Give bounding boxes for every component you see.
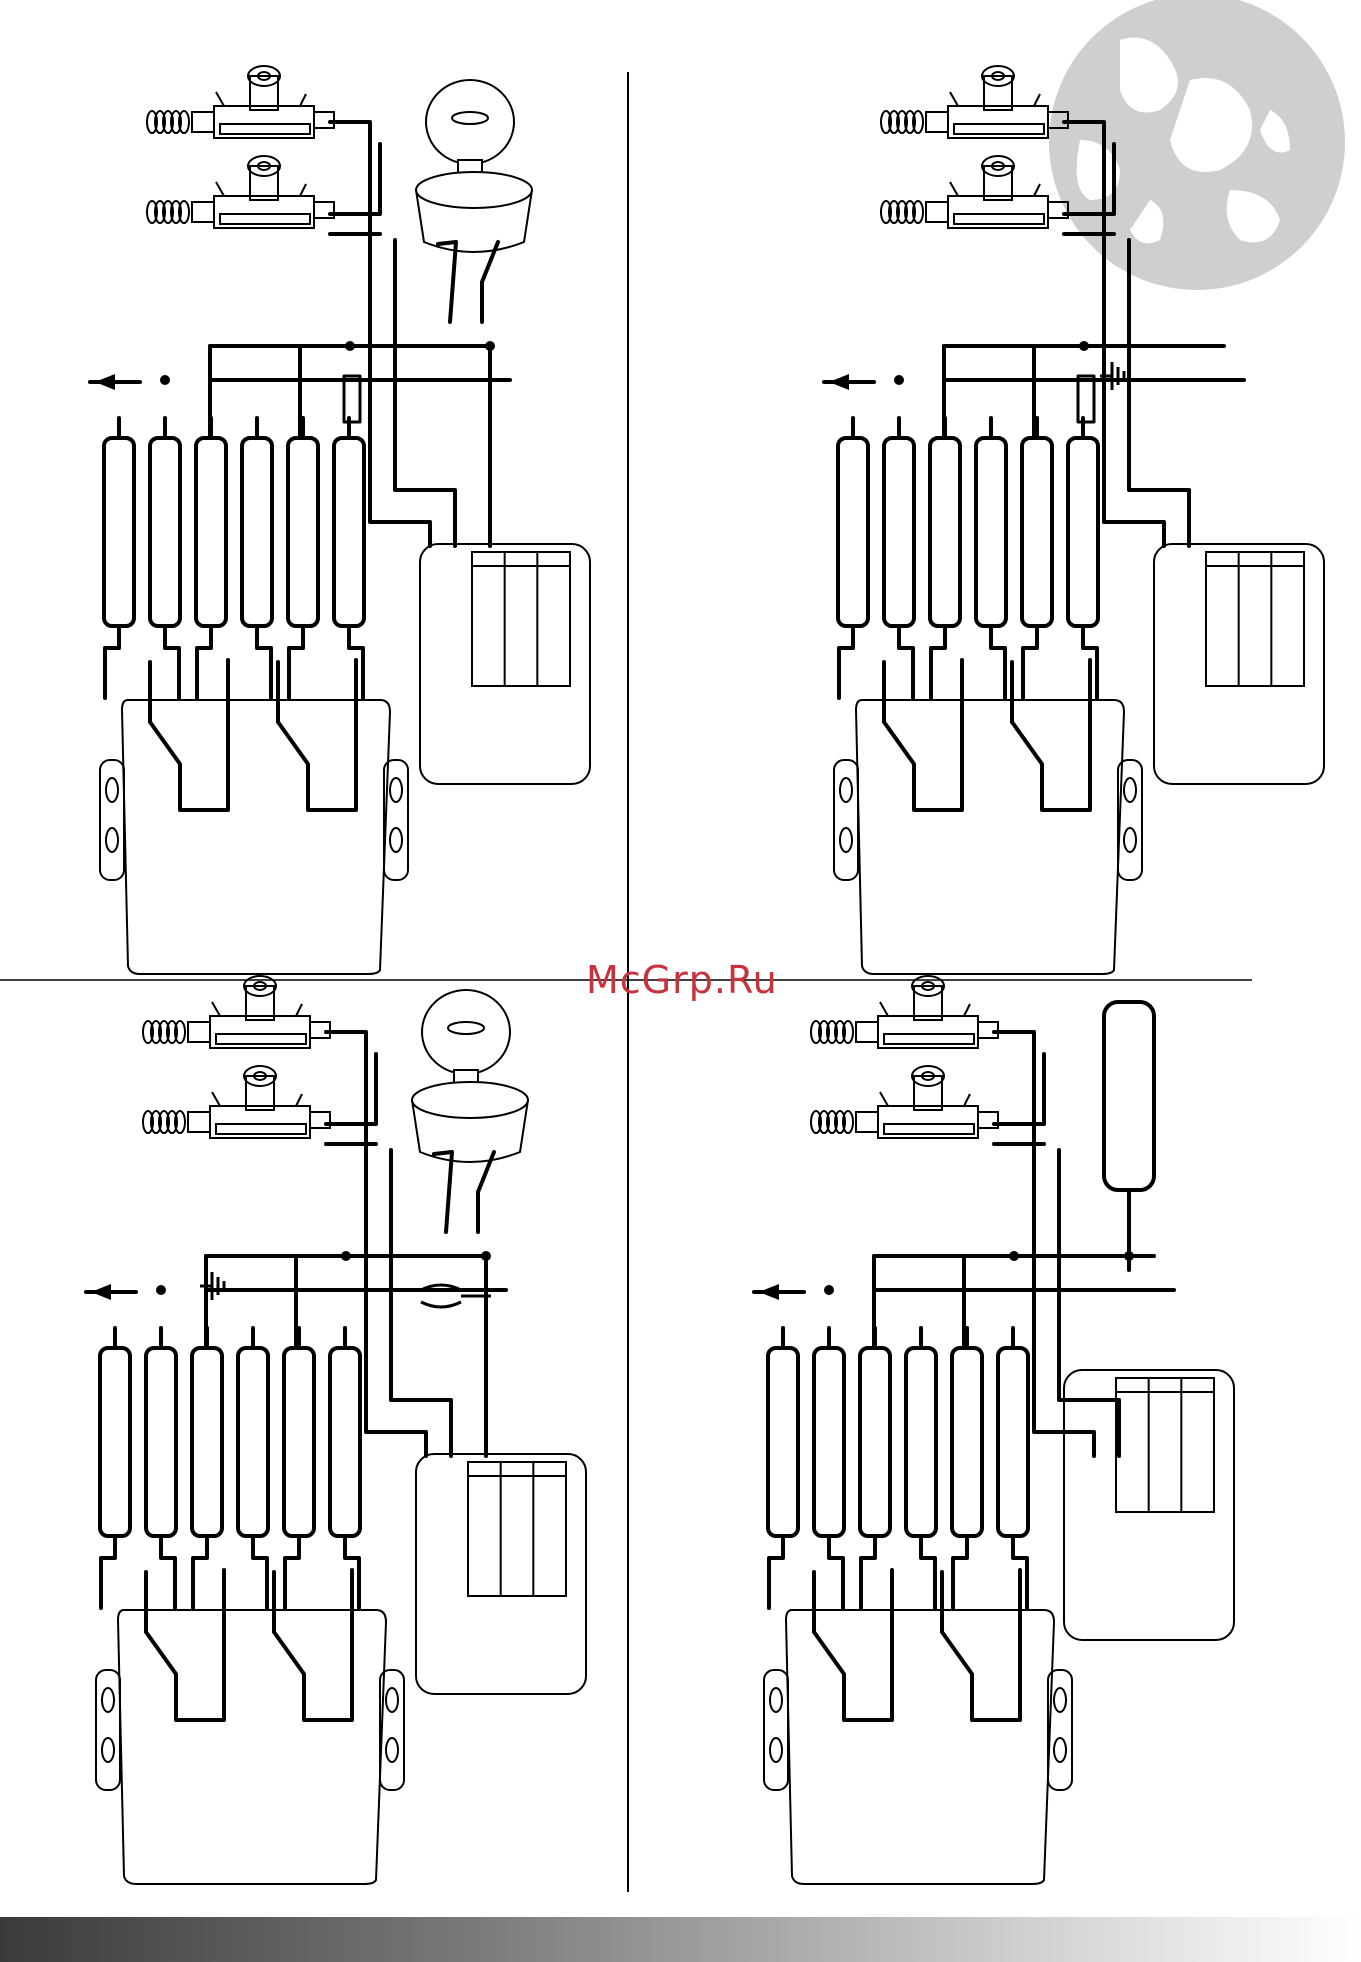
door-lock-actuator-2 bbox=[143, 1066, 330, 1138]
door-lock-actuator-2 bbox=[811, 1066, 998, 1138]
alarm-control-unit bbox=[96, 1570, 404, 1884]
relay-2 bbox=[150, 438, 180, 626]
globe-icon bbox=[1049, 0, 1345, 290]
receiver-module bbox=[420, 544, 590, 784]
relay-bank bbox=[104, 438, 364, 626]
door-lock-actuator-1 bbox=[147, 66, 334, 138]
alarm-control-unit bbox=[764, 1570, 1072, 1884]
door-lock-actuator-2 bbox=[881, 156, 1068, 228]
panel-bottom-right bbox=[200, 976, 1234, 1884]
relay-3 bbox=[196, 438, 226, 626]
relay-2 bbox=[814, 1348, 844, 1536]
antenna-unit bbox=[1104, 1002, 1154, 1190]
receiver-module bbox=[1154, 544, 1324, 784]
relay-6 bbox=[334, 438, 364, 626]
receiver-module bbox=[416, 1454, 586, 1694]
footer-gradient-bar bbox=[0, 1917, 1361, 1962]
panel-top-left bbox=[90, 66, 590, 974]
relay-4 bbox=[242, 438, 272, 626]
relay-bank bbox=[100, 1348, 360, 1536]
relay-1 bbox=[100, 1348, 130, 1536]
relay-3 bbox=[860, 1348, 890, 1536]
ignition-key-switch bbox=[412, 990, 528, 1232]
relay-3 bbox=[192, 1348, 222, 1536]
door-lock-actuator-2 bbox=[147, 156, 334, 228]
relay-3 bbox=[930, 438, 960, 626]
ground-icon bbox=[200, 1272, 224, 1300]
watermark: McGrp.Ru bbox=[586, 958, 778, 1002]
door-lock-actuator-1 bbox=[143, 976, 330, 1048]
relay-5 bbox=[284, 1348, 314, 1536]
ignition-key-switch bbox=[416, 80, 532, 322]
door-lock-actuator-1 bbox=[881, 66, 1068, 138]
relay-bank bbox=[838, 438, 1098, 626]
receiver-module bbox=[1064, 1370, 1234, 1640]
relay-1 bbox=[838, 438, 868, 626]
alarm-control-unit bbox=[834, 660, 1142, 974]
relay-6 bbox=[1068, 438, 1098, 626]
relay-6 bbox=[330, 1348, 360, 1536]
fuse-icon bbox=[344, 376, 360, 422]
alarm-control-unit bbox=[100, 660, 408, 974]
relay-4 bbox=[906, 1348, 936, 1536]
relay-5 bbox=[288, 438, 318, 626]
relay-bank bbox=[768, 1348, 1028, 1536]
relay-5 bbox=[1022, 438, 1052, 626]
relay-1 bbox=[104, 438, 134, 626]
relay-4 bbox=[238, 1348, 268, 1536]
fuse-icon bbox=[1078, 376, 1094, 422]
relay-2 bbox=[146, 1348, 176, 1536]
panel-bottom-left bbox=[86, 976, 586, 1884]
relay-6 bbox=[998, 1348, 1028, 1536]
door-lock-actuator-1 bbox=[811, 976, 998, 1048]
relay-4 bbox=[976, 438, 1006, 626]
relay-1 bbox=[768, 1348, 798, 1536]
relay-5 bbox=[952, 1348, 982, 1536]
relay-2 bbox=[884, 438, 914, 626]
